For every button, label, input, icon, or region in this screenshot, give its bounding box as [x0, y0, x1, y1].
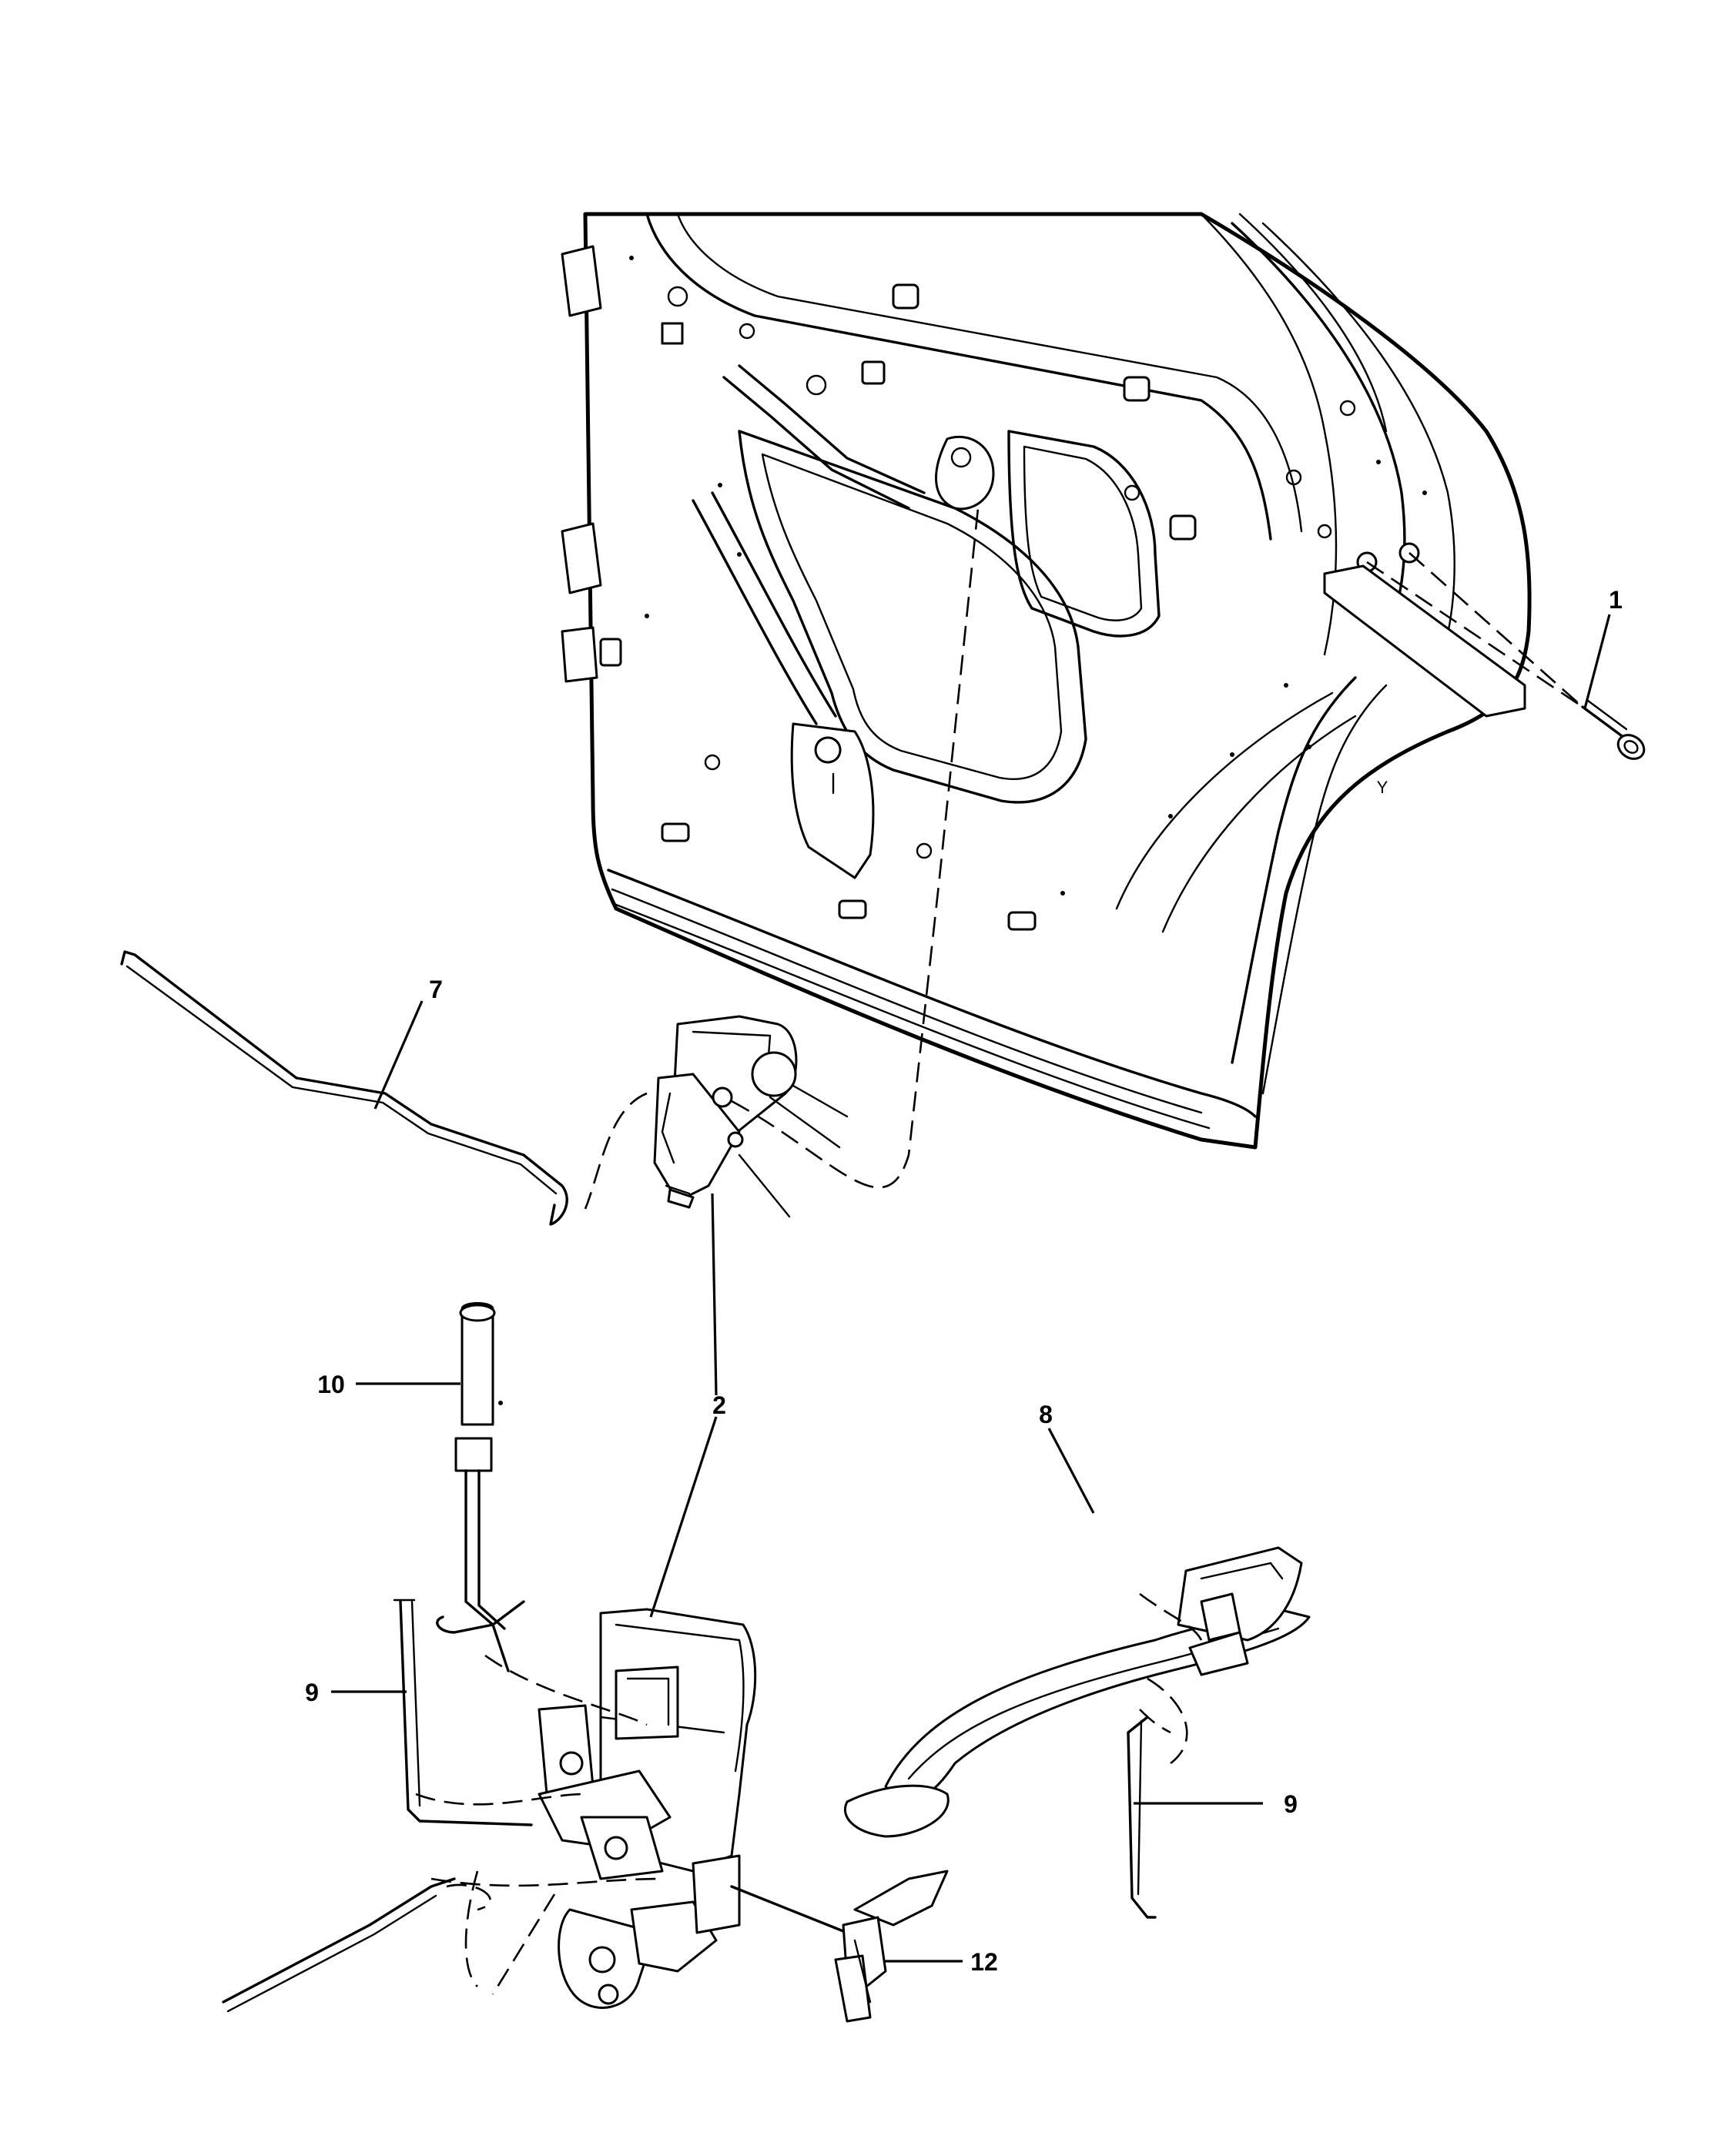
callout-1: 1 [1609, 586, 1623, 614]
callout-9-left: 9 [305, 1679, 319, 1706]
rod-9-right [1127, 1677, 1188, 1919]
callout-12: 12 [970, 1948, 998, 1976]
door-inner-panel [561, 212, 1532, 1150]
latch-screw [1366, 552, 1646, 760]
rod-9-left [393, 1599, 533, 1826]
callout-7: 7 [429, 976, 443, 1003]
lock-rod-7 [120, 950, 568, 1226]
lock-rod-10 [436, 1302, 525, 1672]
latch-upper [584, 507, 980, 1218]
latch-exploded [222, 1608, 849, 2013]
latch-connector-12 [834, 1870, 949, 2023]
callout-8: 8 [1039, 1401, 1053, 1428]
y-annotation: Y [1377, 778, 1388, 797]
callout-10: 10 [317, 1371, 345, 1398]
callout-9-right: 9 [1284, 1790, 1298, 1818]
outside-handle-8 [844, 1546, 1311, 1838]
callout-2: 2 [712, 1391, 726, 1419]
leader-lines [331, 614, 1611, 1963]
